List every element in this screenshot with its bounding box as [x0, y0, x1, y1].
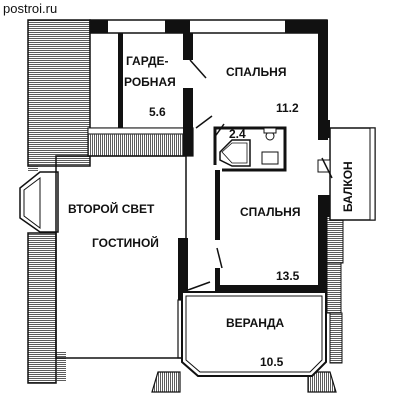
wall-right-top	[318, 20, 328, 140]
wall-veranda-top	[215, 285, 327, 292]
wall-wardrobe-left	[118, 33, 123, 128]
bedroom-middle-label: СПАЛЬНЯ	[240, 205, 300, 219]
bay-window-left	[19, 171, 59, 233]
bedroom-top-label: СПАЛЬНЯ	[226, 65, 286, 79]
bedroom-top-area: 11.2	[276, 101, 299, 115]
wall-living-right	[178, 238, 188, 300]
wardrobe-label-line2: РОБНАЯ	[124, 75, 176, 89]
living-label-line2: ГОСТИНОЙ	[92, 235, 159, 250]
roof-slope-left	[27, 19, 91, 384]
bedroom-middle-area: 13.5	[276, 269, 300, 283]
veranda-area: 10.5	[260, 355, 284, 369]
balcony-label: БАЛКОН	[341, 161, 355, 212]
veranda-corner-left	[151, 371, 181, 393]
wardrobe-area: 5.6	[149, 105, 166, 119]
wall-bedroom-left	[215, 170, 220, 240]
watermark: postroi.ru	[3, 1, 57, 16]
balcony: БАЛКОН	[329, 127, 376, 221]
bathroom-area: 2.4	[229, 127, 246, 141]
living-room-outline	[55, 155, 187, 359]
wardrobe-label-line1: ГАРДЕ-	[126, 54, 169, 68]
veranda-corner-right	[307, 371, 337, 393]
living-label-line1: ВТОРОЙ СВЕТ	[68, 201, 155, 216]
bathroom: 2.4	[213, 126, 287, 172]
veranda-label: ВЕРАНДА	[226, 316, 285, 330]
roof-slope-right	[326, 212, 344, 364]
veranda	[181, 291, 327, 377]
